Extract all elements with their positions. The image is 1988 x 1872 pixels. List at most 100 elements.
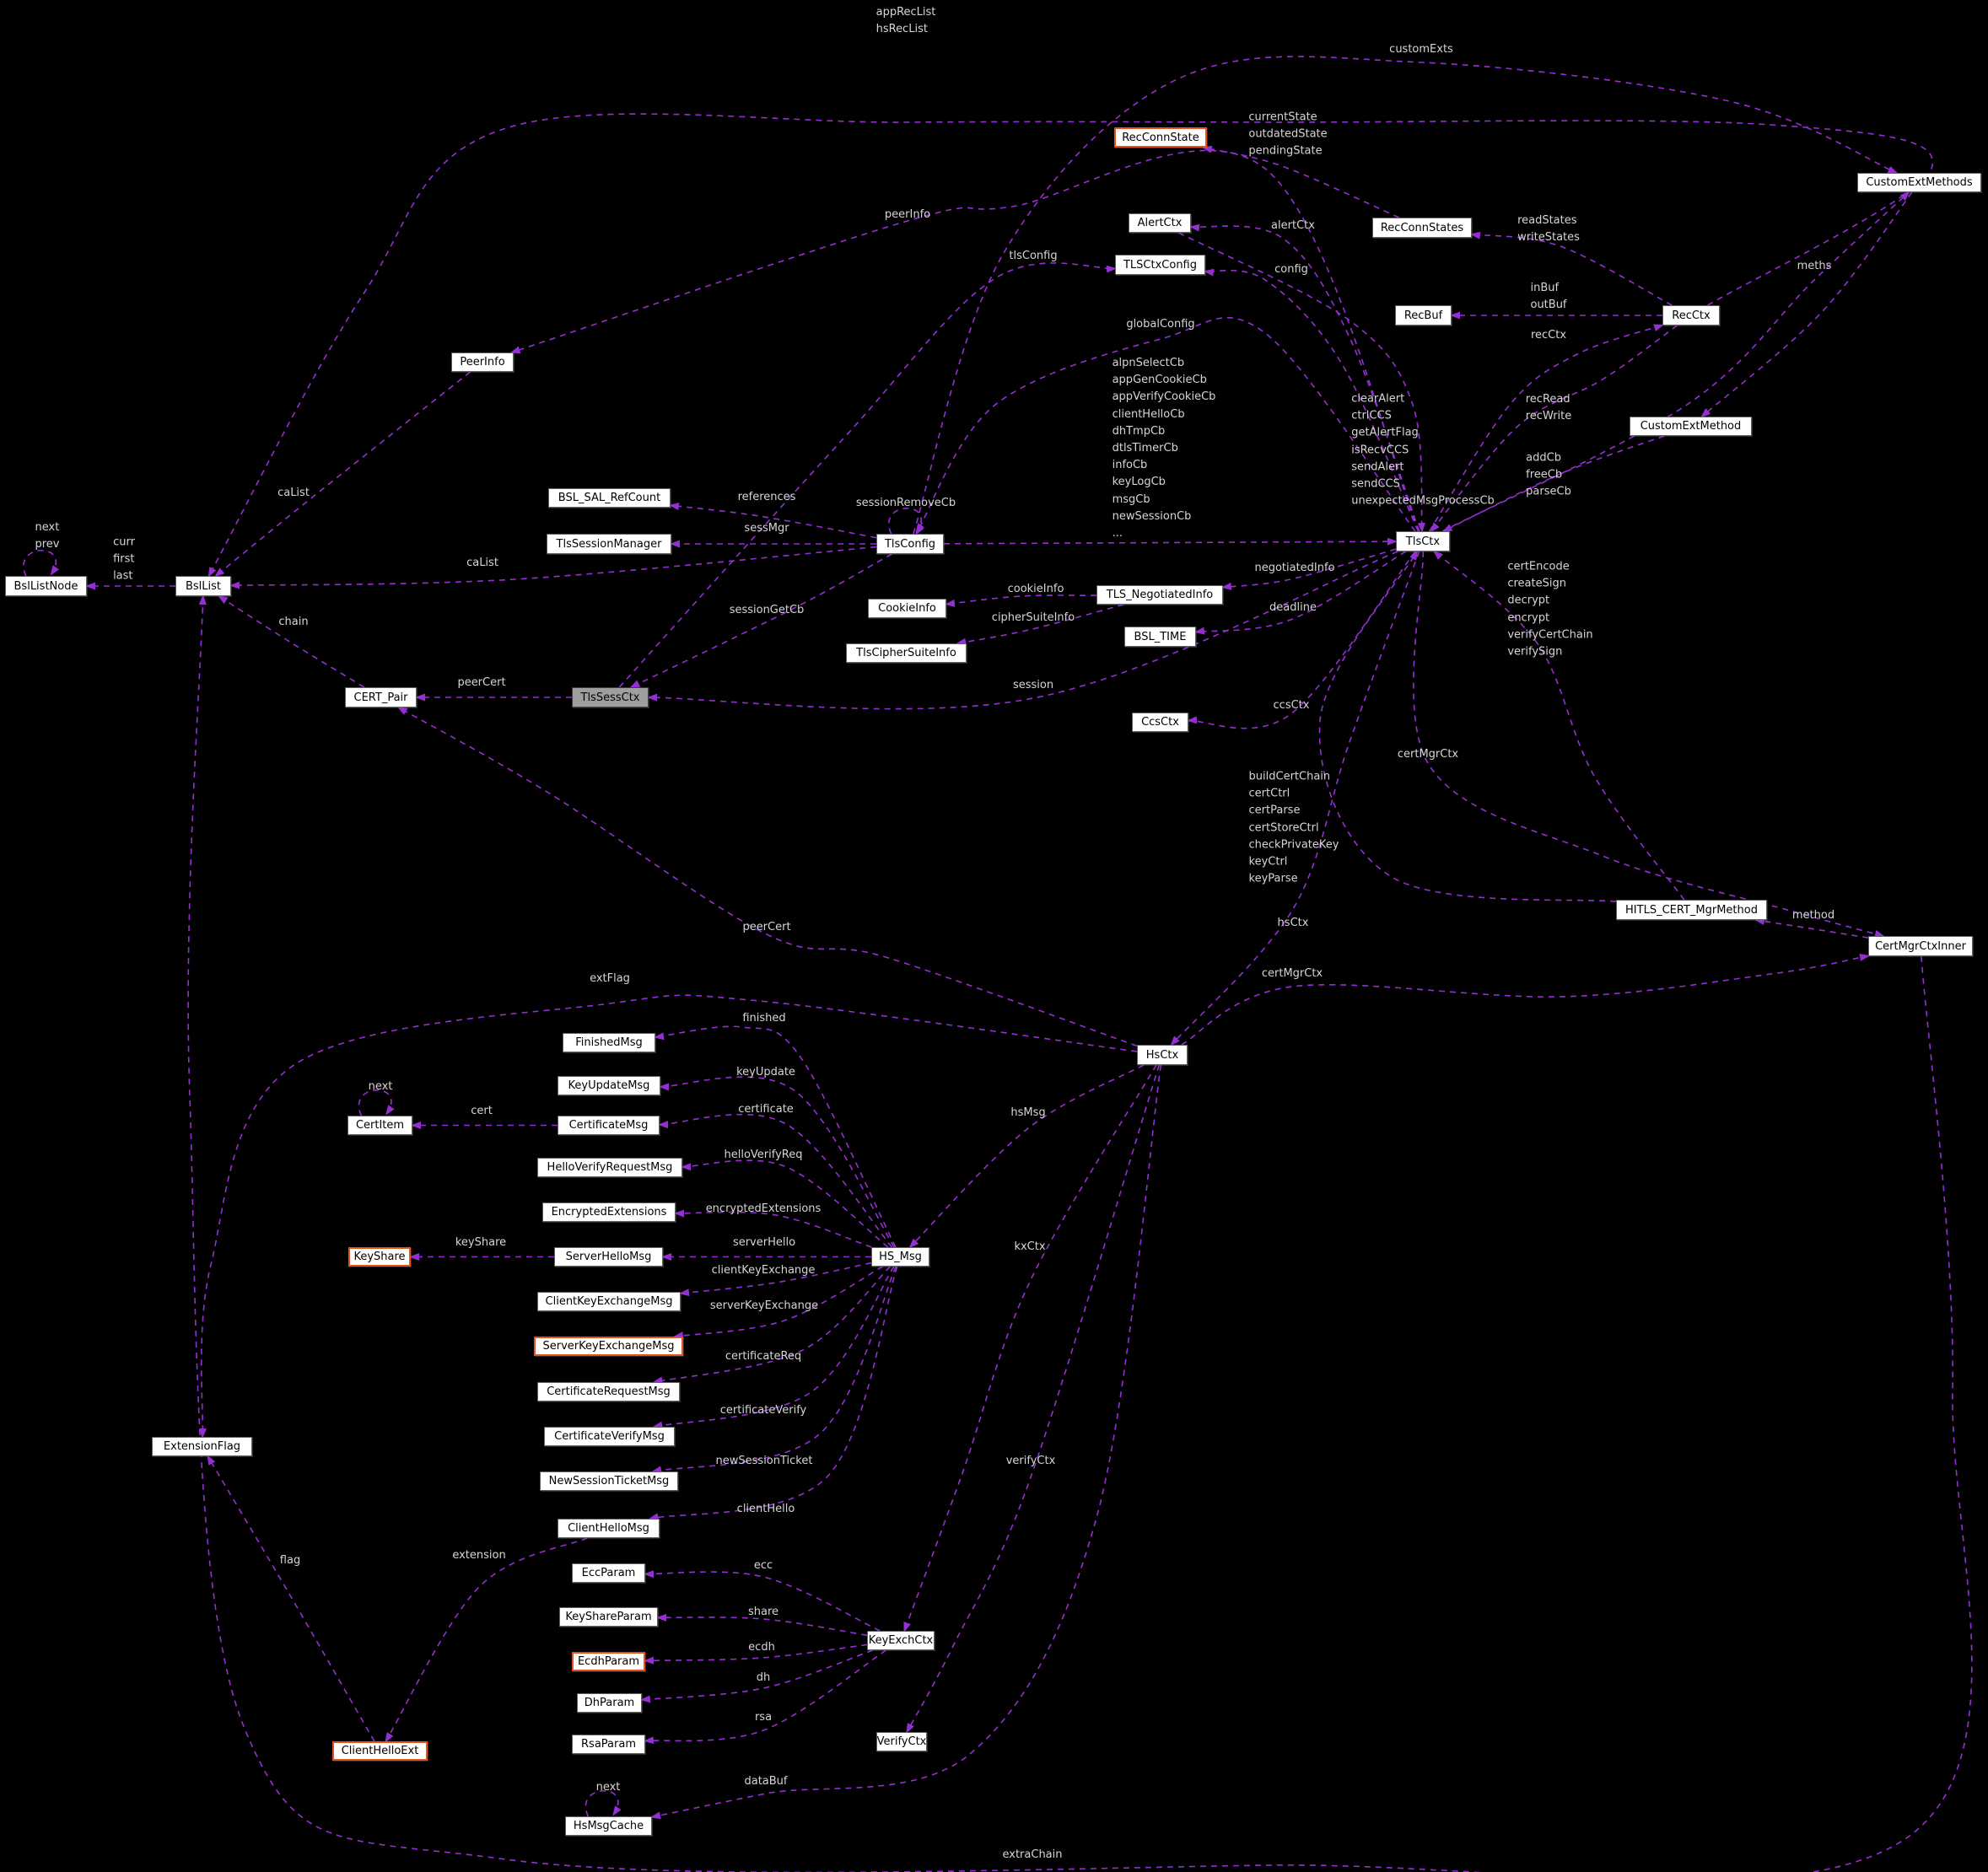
edge-tls-config-to-custom-ext-methods [913,56,1899,535]
edge-tls-ctx-to-alert-ctx [1189,223,1420,532]
node-hs-msg[interactable]: HS_Msg [871,1247,929,1267]
edge-tls-ctx-to-tls-ctx-config [1204,268,1420,532]
edge-hs-ctx-to-hs-msg-cache [650,1064,1162,1820]
node-bsl-list[interactable]: BslList [175,576,231,596]
edge-rec-conn-states-to-rec-conn-state [1201,145,1400,218]
node-custom-ext-methods[interactable]: CustomExtMethods [1857,173,1981,192]
node-key-share[interactable]: KeyShare [348,1247,411,1267]
node-bsl-sal-refcount[interactable]: BSL_SAL_RefCount [548,488,671,508]
node-rec-conn-state[interactable]: RecConnState [1114,127,1207,148]
node-certificate-verify-msg[interactable]: CertificateVerifyMsg [544,1427,675,1446]
edge-hs-ctx-to-cert-mgr-ctx-inner [1181,953,1870,1046]
node-key-share-param[interactable]: KeyShareParam [559,1607,658,1627]
edge-custom-ext-method-to-tls-ctx [1441,435,1665,532]
node-hs-msg-cache[interactable]: HsMsgCache [565,1816,652,1836]
node-cert-item[interactable]: CertItem [347,1116,412,1135]
node-extension-flag[interactable]: ExtensionFlag [152,1437,252,1456]
node-tls-sess-ctx[interactable]: TlsSessCtx [572,687,649,707]
edge-tls-ctx-to-rec-ctx [1428,324,1664,532]
node-rec-ctx[interactable]: RecCtx [1662,305,1720,325]
edge-cert-item-to-cert-item [358,1089,395,1116]
node-peer-info[interactable]: PeerInfo [451,352,514,372]
edge-tls-ctx-to-tls-config [915,317,1416,535]
node-key-update-msg[interactable]: KeyUpdateMsg [558,1076,660,1095]
node-bsl-time[interactable]: BSL_TIME [1124,627,1196,647]
node-client-key-exchange-msg[interactable]: ClientKeyExchangeMsg [537,1292,681,1311]
edge-hs-msg-cache-to-hs-msg-cache [585,1790,622,1817]
node-tls-ctx-config[interactable]: TLSCtxConfig [1115,255,1205,275]
node-verify-ctx[interactable]: VerifyCtx [876,1732,927,1751]
node-hitls-cert-mgr-method[interactable]: HITLS_CERT_MgrMethod [1616,900,1767,920]
node-ecc-param[interactable]: EccParam [572,1563,645,1583]
node-tls-session-manager[interactable]: TlsSessionManager [547,534,671,554]
edge-tls-negotiated-info-to-tls-cipher-suite-info [956,604,1124,646]
edge-hs-msg-to-certificate-msg [658,1113,893,1248]
node-hs-ctx[interactable]: HsCtx [1137,1045,1188,1065]
node-client-hello-msg[interactable]: ClientHelloMsg [558,1519,660,1538]
edge-tls-negotiated-info-to-cookie-info [945,594,1097,607]
node-alert-ctx[interactable]: AlertCtx [1129,213,1191,233]
node-rec-conn-states[interactable]: RecConnStates [1372,218,1472,238]
edge-peer-info-to-bsl-list [214,371,471,578]
node-tls-config[interactable]: TlsConfig [876,534,944,554]
edge-rec-ctx-to-bsl-list [207,113,1934,578]
edge-bsl-list-node-to-bsl-list-node [23,550,60,577]
node-tls-negotiated-info[interactable]: TLS_NegotiatedInfo [1096,585,1223,605]
edge-tls-ctx-to-tls-sess-ctx [647,551,1398,710]
edge-cert-pair-to-bsl-list [217,594,365,688]
node-ccs-ctx[interactable]: CcsCtx [1132,713,1188,732]
edge-tls-ctx-to-ccs-ctx [1187,551,1416,729]
node-client-hello-ext[interactable]: ClientHelloExt [332,1741,428,1761]
edge-tls-ctx-to-peer-info [509,149,1420,532]
edge-tls-ctx-to-hs-ctx [1170,551,1420,1046]
edge-tls-ctx-to-tls-negotiated-info [1221,548,1397,590]
node-hello-verify-request-msg[interactable]: HelloVerifyRequestMsg [537,1158,682,1177]
edge-tls-config-to-tls-sess-ctx [629,553,892,688]
edge-custom-ext-methods-to-custom-ext-method [1700,191,1913,418]
edge-tls-config-to-tls-ctx [943,537,1398,546]
edge-hs-msg-to-certificate-request-msg [652,1266,891,1385]
edge-hs-ctx-to-verify-ctx [906,1064,1161,1734]
node-cookie-info[interactable]: CookieInfo [868,599,946,618]
edge-hs-ctx-to-hs-msg [908,1064,1145,1249]
node-cert-pair[interactable]: CERT_Pair [345,687,417,707]
edge-tls-ctx-to-cert-mgr-ctx-inner [1413,551,1885,938]
edge-tls-ctx-to-bsl-time [1194,551,1407,635]
node-dh-param[interactable]: DhParam [577,1693,642,1713]
node-tls-cipher-suite-info[interactable]: TlsCipherSuiteInfo [846,643,967,663]
node-certificate-request-msg[interactable]: CertificateRequestMsg [537,1382,680,1401]
edge-tls-ctx-to-custom-ext-methods [1441,191,1910,532]
node-server-hello-msg[interactable]: ServerHelloMsg [554,1247,663,1267]
node-tls-ctx[interactable]: TlsCtx [1396,531,1450,551]
edge-client-hello-msg-to-client-hello-ext [385,1537,588,1743]
node-custom-ext-method[interactable]: CustomExtMethod [1630,417,1752,436]
edge-hs-msg-to-client-key-exchange-msg [679,1261,872,1297]
node-server-key-exchange-msg[interactable]: ServerKeyExchangeMsg [534,1337,683,1356]
edge-hs-msg-to-client-hello-msg [648,1266,898,1521]
edge-cert-mgr-ctx-inner-to-hitls-cert-mgr-method [1754,917,1869,939]
node-ecdh-param[interactable]: EcdhParam [572,1652,645,1671]
node-certificate-msg[interactable]: CertificateMsg [558,1116,660,1135]
edge-hs-ctx-to-key-exch-ctx [903,1064,1157,1633]
edge-tls-config-to-bsl-list [229,546,877,589]
node-key-exch-ctx[interactable]: KeyExchCtx [867,1631,935,1650]
edge-key-exch-ctx-to-rsa-param [644,1649,886,1745]
node-cert-mgr-ctx-inner[interactable]: CertMgrCtxInner [1868,936,1973,956]
edge-rec-ctx-to-tls-ctx [1430,325,1678,533]
edge-key-exch-ctx-to-ecdh-param [644,1643,868,1665]
node-bsl-list-node[interactable]: BslListNode [5,576,87,596]
node-rec-buf[interactable]: RecBuf [1395,305,1452,325]
node-finished-msg[interactable]: FinishedMsg [563,1033,655,1052]
node-new-session-ticket-msg[interactable]: NewSessionTicketMsg [540,1471,678,1491]
edge-hitls-cert-mgr-method-to-tls-ctx [1433,550,1685,901]
edge-hs-msg-to-certificate-verify-msg [652,1266,895,1429]
node-encrypted-extensions[interactable]: EncryptedExtensions [542,1202,676,1222]
node-rsa-param[interactable]: RsaParam [572,1735,645,1754]
edge-hs-msg-to-key-update-msg [659,1076,895,1248]
edge-alert-ctx-to-tls-ctx [1178,232,1425,533]
edge-hs-msg-to-encrypted-extensions [674,1209,872,1248]
edge-hs-msg-to-new-session-ticket-msg [651,1266,897,1474]
edge-tls-config-to-tls-config [888,508,924,535]
